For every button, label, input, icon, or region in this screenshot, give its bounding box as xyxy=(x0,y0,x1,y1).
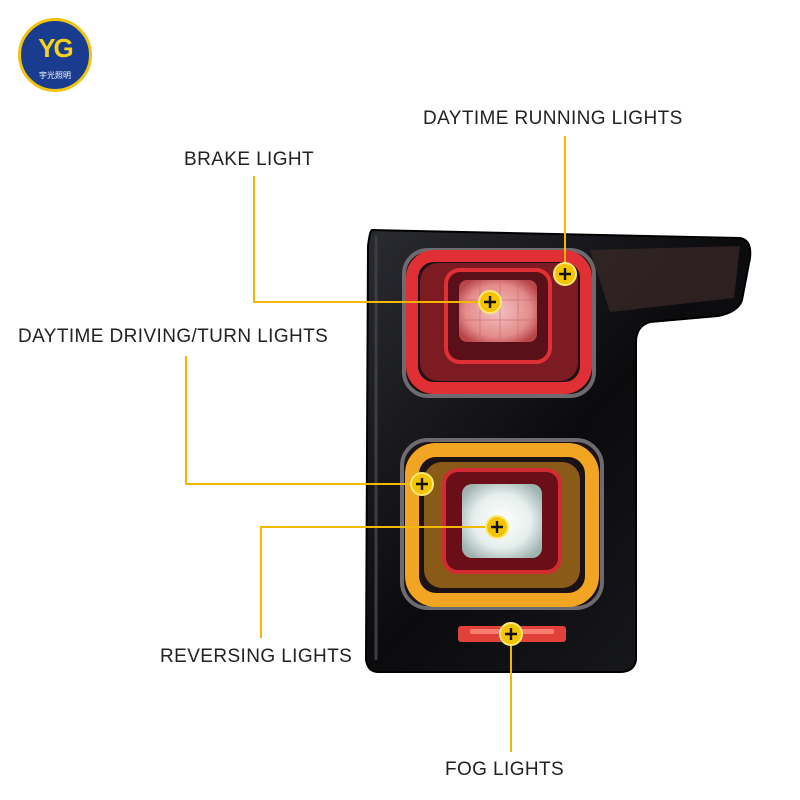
brake-lens xyxy=(459,280,537,342)
label-daytime-running-lights: DAYTIME RUNNING LIGHTS xyxy=(423,108,683,129)
label-reversing-lights: REVERSING LIGHTS xyxy=(160,646,353,667)
marker-brake xyxy=(478,290,502,314)
marker-fog xyxy=(499,622,523,646)
housing-upper-wing xyxy=(590,246,740,312)
label-fog-lights: FOG LIGHTS xyxy=(445,759,565,780)
marker-reversing xyxy=(485,515,509,539)
leader-reversing xyxy=(260,526,497,638)
upper-lamp-module xyxy=(402,248,596,398)
brand-logo: YG 宇光照明 xyxy=(18,18,92,92)
marker-turn xyxy=(410,472,434,496)
leader-brake xyxy=(253,176,490,303)
leader-lines xyxy=(185,136,566,752)
label-brake-light: BRAKE LIGHT xyxy=(184,149,315,170)
label-daytime-driving-turn-lights: DAYTIME DRIVING/TURN LIGHTS xyxy=(18,326,329,347)
brake-outer-ring xyxy=(406,250,592,394)
leader-turn xyxy=(185,356,422,485)
marker-drl xyxy=(553,262,577,286)
logo-text: 宇光照明 xyxy=(39,71,71,80)
turn-outer-ring xyxy=(405,443,599,607)
logo-mark: YG xyxy=(38,33,74,63)
